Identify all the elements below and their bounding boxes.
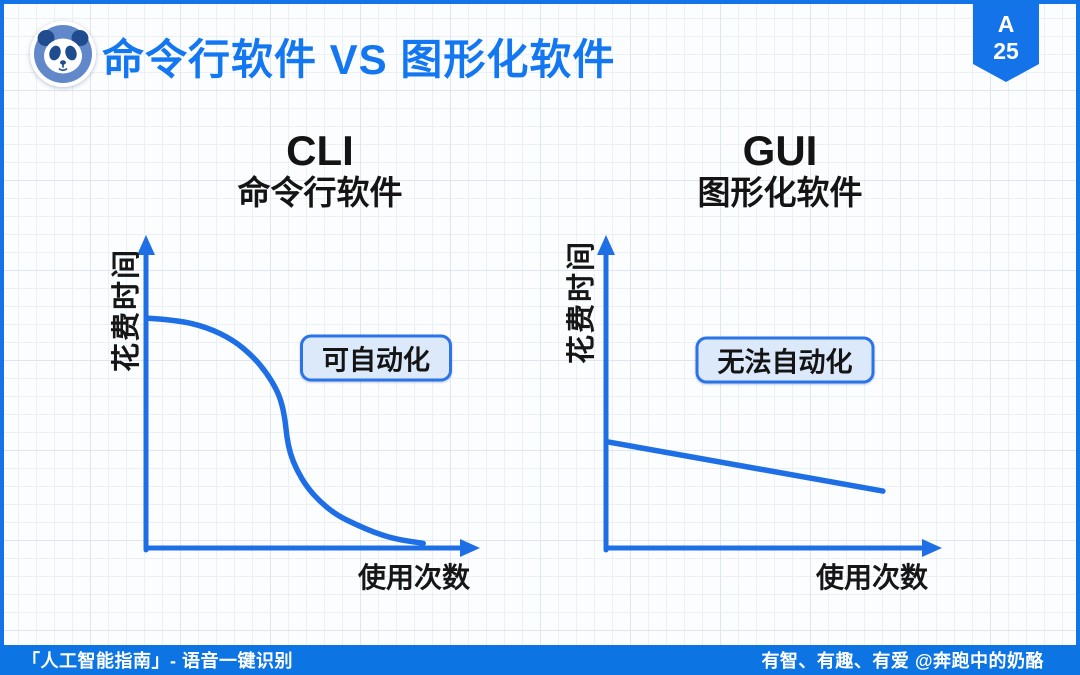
cli-x-axis-label: 使用次数 <box>357 562 471 593</box>
footer-left-text: 「人工智能指南」- 语音一键识别 <box>22 651 293 671</box>
panda-icon <box>30 21 96 87</box>
gui-annotation-box: 无法自动化 <box>695 336 875 384</box>
page-number-badge: A 25 <box>973 4 1039 82</box>
cli-chart-subtitle: 命令行软件 <box>237 174 403 211</box>
gui-chart-canvas <box>597 235 942 557</box>
page-title: 命令行软件 VS 图形化软件 <box>102 36 616 83</box>
cli-annotation-box: 可自动化 <box>300 334 452 382</box>
gui-y-axis-label: 花费时间 <box>566 239 598 365</box>
cli-chart-canvas <box>137 235 480 557</box>
footer-right-text: 有智、有趣、有爱 @奔跑中的奶酪 <box>761 651 1044 671</box>
badge-letter: A <box>997 11 1015 37</box>
panda-icon-graphic <box>30 21 96 87</box>
badge-number: 25 <box>993 38 1019 64</box>
cli-chart-title: CLI <box>286 127 354 174</box>
cli-y-axis-label: 花费时间 <box>111 247 143 373</box>
gui-title-block: GUI 图形化软件 <box>590 129 970 213</box>
gui-chart-subtitle: 图形化软件 <box>697 174 863 211</box>
cli-title-block: CLI 命令行软件 <box>130 129 510 213</box>
footer-bar: 「人工智能指南」- 语音一键识别 有智、有趣、有爱 @奔跑中的奶酪 <box>0 645 1080 675</box>
gui-x-axis-label: 使用次数 <box>815 562 929 593</box>
gui-chart-title: GUI <box>742 127 818 174</box>
